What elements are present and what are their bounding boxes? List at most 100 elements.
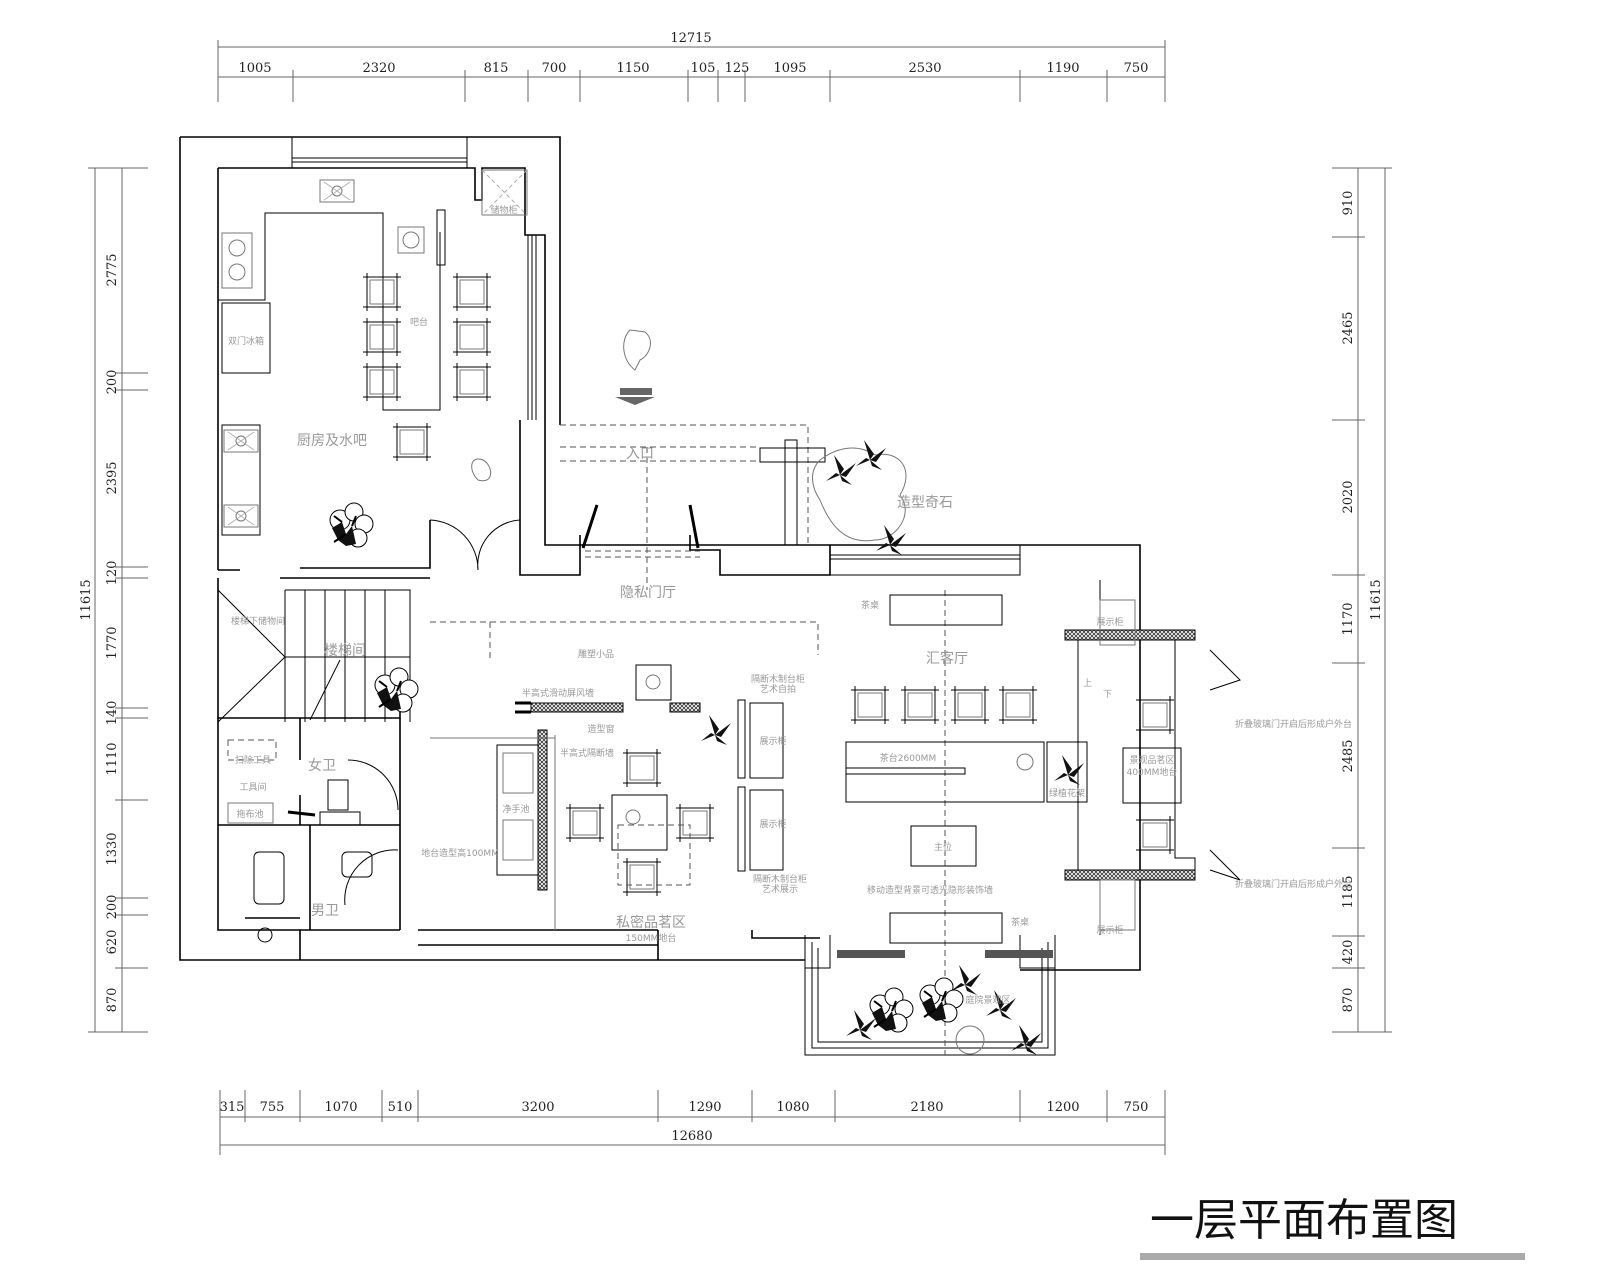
- dim-label: 870: [1341, 988, 1356, 1013]
- label-cabinet-bottom-sub: 艺术展示: [762, 883, 798, 895]
- dim-top-total: 12715: [670, 31, 711, 46]
- dim-label: 1200: [1046, 1100, 1079, 1115]
- dim-label: 1185: [1341, 875, 1356, 908]
- dim-label: 1190: [1046, 61, 1079, 76]
- label-sculpture: 雕塑小品: [578, 648, 614, 660]
- label-half-wall: 半高式隔断墙: [560, 747, 614, 759]
- label-down: 下: [1103, 690, 1112, 700]
- label-display: 展示柜: [1096, 924, 1123, 936]
- dim-label: 1170: [1341, 602, 1356, 635]
- label-cabinet-top-sub: 艺术自拍: [760, 683, 796, 695]
- label-fold-door: 折叠玻璃门开启后形成户外台: [1235, 718, 1352, 730]
- entry-arrow-icon: [615, 397, 655, 405]
- label-under-stair: 楼梯下储物间: [231, 615, 285, 627]
- dim-label: 120: [105, 561, 120, 586]
- stair: 楼梯间 楼梯下储物间: [217, 589, 419, 723]
- dim-label: 750: [1124, 61, 1149, 76]
- label-green: 绿植花架: [1049, 787, 1085, 799]
- plant-icon: [869, 987, 914, 1033]
- label-tea-table: 茶桌: [1011, 916, 1029, 928]
- dim-label: 1095: [773, 61, 806, 76]
- dim-label: 3200: [521, 1100, 554, 1115]
- dim-label: 2395: [105, 461, 120, 494]
- dim-label: 510: [388, 1100, 413, 1115]
- label-cabinet-bottom: 隔断木制台柜: [753, 873, 807, 885]
- label-garden: 庭院景观区: [965, 994, 1010, 1006]
- room-label-kitchen: 厨房及水吧: [297, 433, 367, 449]
- dim-label: 1080: [776, 1100, 809, 1115]
- dimension-left: 11615 2775 200 2395 120 1770 140 1110 13…: [79, 167, 148, 1033]
- label-up: 上: [1083, 678, 1092, 689]
- dim-label: 910: [1341, 191, 1356, 216]
- plant-icon: [919, 977, 964, 1023]
- label-tea-table: 茶桌: [861, 599, 879, 611]
- plant-icon: [329, 502, 374, 548]
- label-tea-counter: 茶台2600MM: [880, 752, 936, 764]
- dim-label: 2180: [910, 1100, 943, 1115]
- label-rock: 造型奇石: [897, 494, 953, 511]
- dim-right-total: 11615: [1369, 579, 1384, 620]
- dim-label: 1290: [688, 1100, 721, 1115]
- garden: 庭院景观区: [846, 960, 1041, 1055]
- dim-label: 2530: [908, 61, 941, 76]
- dim-label: 755: [260, 1100, 285, 1115]
- dimension-right: 11615 910 2465 2020 1170 2485 1185 420 8…: [1332, 167, 1392, 1033]
- dim-label: 105: [691, 61, 716, 76]
- room-label-hall: 汇客厅: [926, 650, 968, 667]
- label-fridge: 双门冰箱: [228, 335, 264, 347]
- dim-label: 1005: [238, 61, 271, 76]
- plant-icon: [374, 667, 419, 713]
- dim-left-total: 11615: [79, 579, 94, 620]
- label-storage: 储物柜: [490, 204, 517, 216]
- walls: [179, 136, 1196, 1056]
- dim-label: 1330: [105, 832, 120, 865]
- person-icon: [623, 329, 651, 371]
- room-label-stair: 楼梯间: [324, 643, 366, 659]
- dim-label: 1070: [324, 1100, 357, 1115]
- room-label-men: 男卫: [311, 903, 339, 919]
- stove-icon: [221, 232, 253, 289]
- dim-label: 420: [1341, 940, 1356, 965]
- label-view-area-sub: 400MM地台: [1127, 766, 1178, 778]
- entrance: 入口 隐私门厅 造型奇石: [430, 329, 953, 660]
- label-tools: 扫除工具: [235, 754, 271, 766]
- dimension-top: 12715 1005 2320 815 700 1150 105 125 109…: [217, 31, 1166, 102]
- person-icon: [471, 458, 492, 482]
- drawing-title: 一层平面布置图: [1150, 1195, 1458, 1246]
- label-view-area: 景观品茗区: [1129, 755, 1174, 766]
- label-back-wall: 移动造型背景可透光隐形装饰墙: [867, 884, 993, 896]
- label-display: 展示柜: [759, 818, 786, 830]
- label-cabinet-top: 隔断木制台柜: [751, 673, 805, 685]
- dim-label: 2485: [1341, 739, 1356, 772]
- sink-icon: [319, 179, 355, 203]
- label-window: 造型窗: [587, 723, 614, 735]
- label-platform-note: 地台造型高100MM: [421, 847, 499, 859]
- dim-label: 200: [105, 895, 120, 920]
- rock-icon: [812, 447, 907, 542]
- label-tool-room: 工具间: [239, 781, 266, 793]
- dim-bottom-total: 12680: [671, 1129, 712, 1144]
- dim-label: 2775: [105, 253, 120, 286]
- dim-label: 870: [105, 988, 120, 1013]
- dimension-bottom: 315 755 1070 510 3200 1290 1080 2180 120…: [219, 1090, 1166, 1155]
- dim-label: 2465: [1341, 311, 1356, 344]
- room-label-tea-area: 私密品茗区: [616, 914, 686, 931]
- room-label-women: 女卫: [308, 757, 336, 774]
- kitchen-furniture: 厨房及水吧 吧台 双门冰箱 储物柜: [217, 168, 528, 571]
- storage-cabinet: [481, 169, 528, 216]
- dim-label: 2020: [1341, 480, 1356, 513]
- dim-label: 700: [542, 61, 567, 76]
- reception-hall: 汇客厅 茶桌 茶桌 茶台2600MM 主位 移动造型背景可透光隐形装饰墙 绿植花…: [837, 590, 1352, 960]
- restrooms: 扫除工具 工具间 拖布池 女卫 男卫: [227, 739, 399, 943]
- dim-label: 140: [105, 701, 120, 726]
- label-display: 展示柜: [1096, 616, 1123, 628]
- dim-label: 1770: [105, 626, 120, 659]
- room-label-foyer: 隐私门厅: [620, 585, 676, 601]
- title-underline: [1140, 1253, 1525, 1260]
- dim-label: 815: [484, 61, 509, 76]
- dim-label: 315: [220, 1100, 245, 1115]
- dim-label: 200: [105, 370, 120, 395]
- label-mop-sink: 拖布池: [236, 808, 263, 820]
- dim-label: 2320: [362, 61, 395, 76]
- label-tea-area-sub: 150MM地台: [626, 932, 677, 944]
